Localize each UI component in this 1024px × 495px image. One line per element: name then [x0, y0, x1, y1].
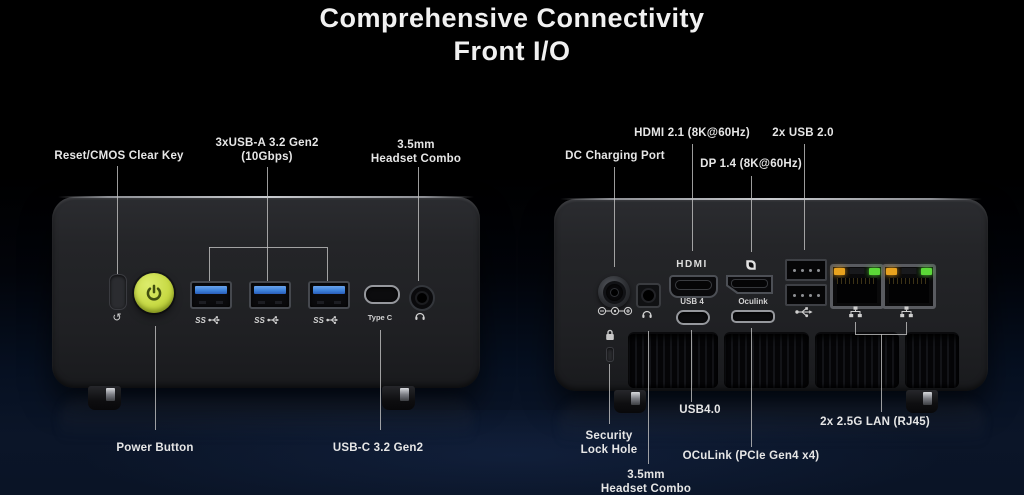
- usb-a-port-1: [190, 281, 232, 309]
- displayport-logo-icon: [745, 259, 757, 271]
- device-foot: [382, 386, 415, 410]
- type-c-marking: Type C: [367, 313, 393, 322]
- reset-icon: ↺: [112, 311, 122, 324]
- leader-usb-a-center: [267, 167, 268, 281]
- hdmi-port: [669, 275, 718, 298]
- oculink-marking: Oculink: [738, 297, 768, 306]
- leader-oculink: [751, 328, 752, 447]
- leader-dp: [751, 176, 752, 252]
- usb-trident-icon: [208, 316, 220, 324]
- lan-led-orange: [886, 268, 897, 275]
- label-security: Security Lock Hole: [581, 429, 638, 458]
- usb4-type-c-port: [676, 310, 710, 325]
- hdmi-logo: HDMI: [676, 259, 708, 270]
- label-usb-a-line2: (10Gbps): [241, 151, 293, 164]
- ss-text: SS: [254, 315, 265, 325]
- vent-grille: [815, 332, 899, 388]
- headset-jack-front: [409, 285, 435, 311]
- bottom-glow: [0, 410, 1024, 495]
- leader-headset-front: [418, 167, 419, 281]
- headphone-icon: [640, 307, 654, 319]
- lock-icon: [604, 328, 616, 341]
- power-button: [134, 273, 174, 313]
- title-line2: Front I/O: [453, 35, 571, 66]
- ss-text: SS: [313, 315, 324, 325]
- usb-trident-icon: [794, 306, 816, 318]
- leader-usb-a-left: [209, 247, 210, 281]
- label-headset-front: 3.5mm Headset Combo: [371, 138, 461, 167]
- leader-lan-right: [906, 322, 907, 334]
- leader-power: [155, 326, 156, 430]
- usb4-marking: USB 4: [680, 297, 704, 306]
- leader-reset: [117, 166, 118, 274]
- usb-ss-marking: SS: [313, 315, 341, 325]
- ss-text: SS: [195, 315, 206, 325]
- leader-dc: [614, 167, 615, 267]
- label-headset-front-line2: Headset Combo: [370, 153, 462, 166]
- label-usb-a-line1: 3xUSB-A 3.2 Gen2: [215, 137, 319, 149]
- usb2-port-bottom: [785, 284, 827, 306]
- usb-trident-icon: [326, 316, 338, 324]
- usb-trident-icon: [267, 316, 279, 324]
- label-hdmi: HDMI 2.1 (8K@60Hz): [634, 127, 750, 139]
- device-foot: [906, 390, 938, 413]
- usb-ss-marking: SS: [254, 315, 282, 325]
- dc-charging-port: [598, 276, 630, 308]
- reset-cmos-key: [109, 274, 127, 310]
- label-dc: DC Charging Port: [565, 150, 665, 162]
- label-usb4: USB4.0: [679, 404, 721, 416]
- usb-a-port-2: [249, 281, 291, 309]
- usb2-port-top: [785, 259, 827, 281]
- vent-grille: [628, 332, 718, 388]
- lan-port-2: [882, 264, 936, 309]
- leader-usb-a-bracket: [209, 247, 327, 248]
- headphone-icon: [413, 309, 427, 321]
- displayport-port: [726, 275, 773, 294]
- device-foot: [88, 386, 121, 410]
- label-lan: 2x 2.5G LAN (RJ45): [820, 416, 930, 428]
- label-usb-c: USB-C 3.2 Gen2: [332, 442, 424, 454]
- label-usb-a: 3xUSB-A 3.2 Gen2 (10Gbps): [215, 136, 318, 165]
- label-security-line1: Security: [585, 430, 633, 442]
- security-lock-hole: [606, 347, 614, 362]
- label-reset: Reset/CMOS Clear Key: [54, 150, 184, 162]
- network-icon: [899, 305, 913, 318]
- label-security-line2: Lock Hole: [580, 444, 638, 457]
- power-icon: [146, 284, 162, 301]
- page-title: Comprehensive Connectivity Front I/O: [0, 2, 1024, 68]
- usb-ss-marking: SS: [195, 315, 223, 325]
- title-line1: Comprehensive Connectivity: [319, 3, 705, 33]
- lan-led-green: [921, 268, 932, 275]
- usb-c-port: [364, 285, 400, 304]
- vent-grille: [724, 332, 809, 388]
- headset-jack-rear: [636, 283, 661, 308]
- leader-usb-c: [380, 330, 381, 430]
- leader-usb-a-right: [327, 247, 328, 281]
- label-dp: DP 1.4 (8K@60Hz): [700, 158, 802, 170]
- lan-port-1: [830, 264, 884, 309]
- lan-led-green: [869, 268, 880, 275]
- label-headset-front-line1: 3.5mm: [397, 139, 435, 151]
- leader-headset-rear: [648, 331, 649, 464]
- dc-polarity-icon: [596, 306, 633, 316]
- label-oculink: OCuLink (PCIe Gen4 x4): [682, 450, 820, 462]
- leader-security: [609, 364, 610, 424]
- leader-hdmi: [692, 144, 693, 251]
- leader-lan-left: [855, 322, 856, 334]
- vent-grille: [905, 332, 959, 388]
- network-icon: [848, 305, 862, 318]
- label-usb2: 2x USB 2.0: [772, 127, 834, 139]
- label-headset-rear-line1: 3.5mm: [627, 469, 665, 481]
- label-headset-rear-line2: Headset Combo: [600, 483, 692, 495]
- leader-lan-center: [881, 334, 882, 412]
- oculink-port: [731, 310, 775, 323]
- leader-usb4: [691, 330, 692, 402]
- label-power: Power Button: [116, 442, 194, 454]
- leader-usb2: [804, 144, 805, 250]
- usb-a-port-3: [308, 281, 350, 309]
- device-foot: [614, 390, 646, 413]
- lan-led-orange: [834, 268, 845, 275]
- label-headset-rear: 3.5mm Headset Combo: [601, 468, 691, 495]
